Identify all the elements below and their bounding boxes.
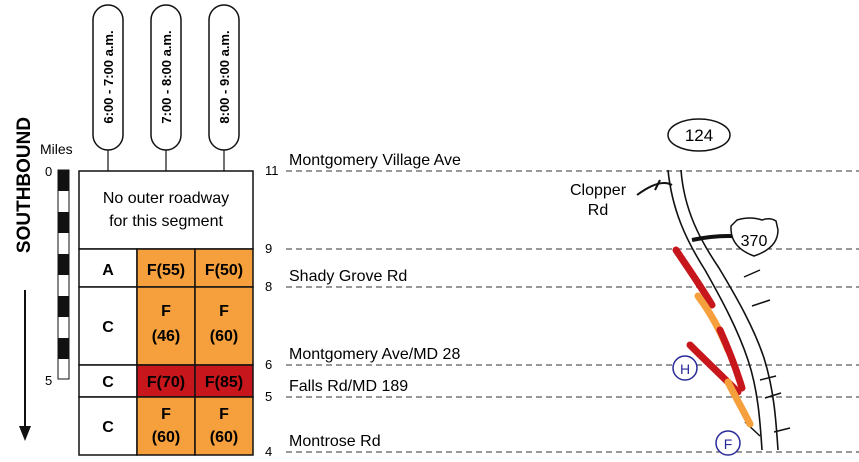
interchange-label: Falls Rd/MD 189 [289, 378, 408, 395]
milepost-number: 9 [265, 241, 272, 256]
time-bubble-3: 8:00 - 9:00 a.m. [208, 4, 240, 171]
interchange-label: Montgomery Village Ave [289, 152, 461, 169]
table-cell: A [102, 262, 114, 279]
table-row: C F (60) F (60) [78, 396, 254, 456]
time-bubble-1: 6:00 - 7:00 a.m. [92, 4, 124, 171]
table-row: C F(70) F(85) [78, 364, 254, 398]
time-label-1: 6:00 - 7:00 a.m. [101, 30, 116, 123]
congestion-orange-segment [724, 378, 754, 428]
scale-bottom-label: 5 [45, 373, 52, 388]
time-bubble-2: 7:00 - 8:00 a.m. [150, 4, 182, 171]
table-cell: F [161, 303, 171, 320]
road-map: 124 370 Clopper Rd H F [570, 118, 791, 456]
no-roadway-block [78, 170, 254, 250]
interstate-370-shield [730, 217, 779, 257]
milepost-number: 6 [265, 357, 272, 372]
table-row: A F(55) F(50) [78, 248, 254, 288]
table-cell: F [219, 406, 229, 423]
time-label-2: 7:00 - 8:00 a.m. [159, 30, 174, 123]
milepost-lines: 11 9 8 6 5 4 Montgomery Village Ave Shad… [265, 152, 859, 459]
milepost-number: 11 [265, 163, 279, 178]
table-cell: C [102, 319, 114, 336]
marker-h-circle [672, 355, 698, 381]
miles-label: Miles [40, 141, 73, 157]
clopper-label-line-1: Clopper [570, 182, 627, 199]
congestion-red-segment [672, 246, 716, 309]
marker-f-circle [715, 430, 741, 456]
highway-edge-east [680, 169, 779, 451]
time-label-3: 8:00 - 9:00 a.m. [217, 30, 232, 123]
table-row: C F (46) F (60) [78, 286, 254, 366]
mileage-scale-bar [57, 169, 70, 380]
table-cell-sub: (60) [210, 429, 238, 446]
milepost-number: 4 [265, 444, 272, 459]
milepost-number: 5 [265, 389, 272, 404]
table-cell-sub: (46) [152, 328, 180, 345]
no-roadway-line-1: No outer roadway [103, 190, 229, 207]
direction-arrowhead [19, 426, 31, 441]
marker-h-label: H [680, 361, 690, 377]
table-cell: F(50) [205, 262, 243, 279]
route-124-shield [667, 118, 731, 152]
table-cell-sub: (60) [152, 429, 180, 446]
table-cell: F(55) [147, 262, 185, 279]
table-cell: F(70) [147, 374, 185, 391]
highway-edge-west [667, 169, 763, 451]
no-roadway-line-2: for this segment [109, 213, 223, 230]
direction-label: SOUTHBOUND [14, 117, 35, 253]
milepost-number: 8 [265, 279, 272, 294]
marker-f-label: F [724, 436, 733, 452]
route-370-label: 370 [741, 233, 768, 250]
table-cell: F [161, 406, 171, 423]
interchange-label: Montgomery Ave/MD 28 [289, 346, 460, 363]
table-cell: C [102, 419, 114, 436]
clopper-label-line-2: Rd [588, 202, 608, 219]
scale-top-label: 0 [45, 164, 52, 179]
table-cell: F [219, 303, 229, 320]
congestion-red-segment [716, 326, 746, 392]
time-period-headers: 6:00 - 7:00 a.m. 7:00 - 8:00 a.m. 8:00 -… [92, 4, 240, 171]
los-table: No outer roadway for this segment A F(55… [78, 170, 254, 456]
table-cell: C [102, 374, 114, 391]
interchange-label: Shady Grove Rd [289, 268, 407, 285]
interchange-label: Montrose Rd [289, 433, 381, 450]
table-cell-sub: (60) [210, 328, 238, 345]
route-124-label: 124 [685, 126, 713, 145]
table-cell: F(85) [205, 374, 243, 391]
